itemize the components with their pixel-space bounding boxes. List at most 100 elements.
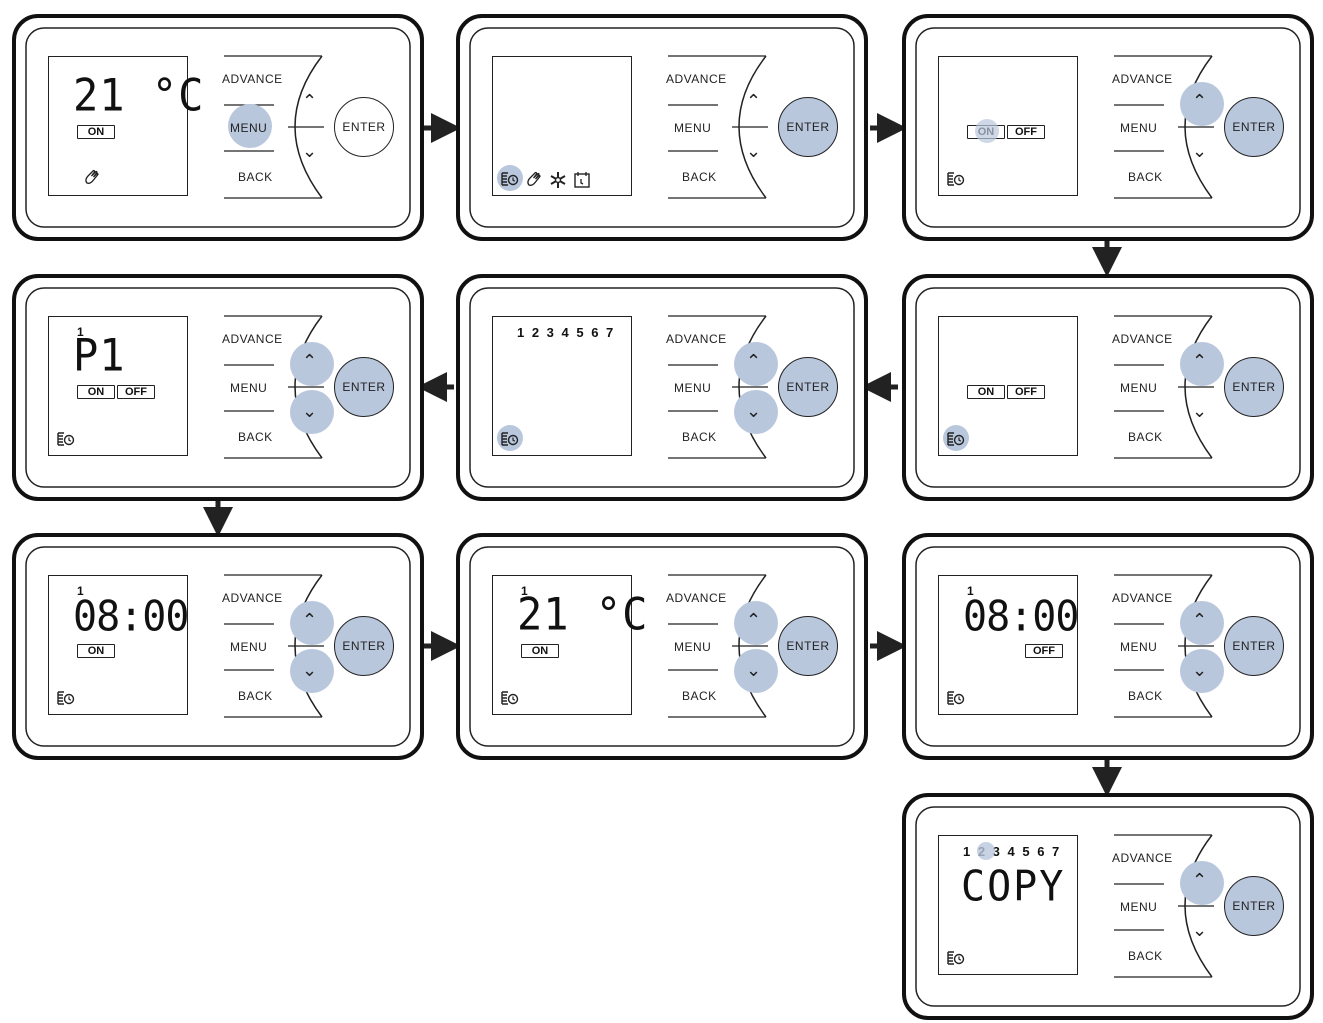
advance-button[interactable]: ADVANCE xyxy=(1112,851,1173,865)
menu-button[interactable]: MENU xyxy=(1120,640,1158,654)
advance-button[interactable]: ADVANCE xyxy=(666,72,727,86)
on-off-indicator: ON xyxy=(77,125,115,139)
on-pill: ON xyxy=(967,385,1005,399)
up-button[interactable]: ⌃ xyxy=(1192,351,1208,371)
back-button[interactable]: BACK xyxy=(238,689,273,703)
program-clock-icon xyxy=(947,690,965,708)
on-pill: ON xyxy=(77,644,115,658)
program-number: 1 xyxy=(967,584,974,598)
down-button[interactable]: ⌄ xyxy=(746,141,762,161)
down-button[interactable]: ⌄ xyxy=(302,660,318,680)
lcd-value: 08:00 xyxy=(73,592,189,642)
off-pill: OFF xyxy=(1025,644,1063,658)
back-button[interactable]: BACK xyxy=(682,430,717,444)
menu-button[interactable]: MENU xyxy=(1120,381,1158,395)
on-pill: ON xyxy=(77,385,115,399)
up-button[interactable]: ⌃ xyxy=(1192,870,1208,890)
enter-button[interactable]: ENTER xyxy=(334,97,394,157)
down-button[interactable]: ⌄ xyxy=(1192,401,1208,421)
enter-button[interactable]: ENTER xyxy=(778,97,838,157)
program-clock-icon xyxy=(501,690,519,708)
enter-button[interactable]: ENTER xyxy=(1224,357,1284,417)
advance-button[interactable]: ADVANCE xyxy=(1112,72,1173,86)
on-off-indicator: OFF xyxy=(967,644,1063,658)
back-button[interactable]: BACK xyxy=(238,430,273,444)
down-button[interactable]: ⌄ xyxy=(746,401,762,421)
enter-button[interactable]: ENTER xyxy=(334,616,394,676)
lcd-value: COPY xyxy=(961,862,1066,912)
down-button[interactable]: ⌄ xyxy=(746,660,762,680)
back-button[interactable]: BACK xyxy=(682,689,717,703)
back-button[interactable]: BACK xyxy=(1128,949,1163,963)
off-pill: OFF xyxy=(1007,125,1045,139)
lcd-value: P1 xyxy=(73,329,126,382)
menu-button[interactable]: MENU xyxy=(1120,121,1158,135)
menu-button[interactable]: MENU xyxy=(674,381,712,395)
up-button[interactable]: ⌃ xyxy=(746,351,762,371)
thermostat-panel-1: 21 °C ON ADVANCE MENU BACK ⌃ ⌄ ENTER xyxy=(12,14,424,241)
menu-button[interactable]: MENU xyxy=(1120,900,1158,914)
on-off-indicator: ON xyxy=(521,644,559,658)
enter-button[interactable]: ENTER xyxy=(1224,97,1284,157)
menu-button[interactable]: MENU xyxy=(230,640,268,654)
enter-button[interactable]: ENTER xyxy=(334,357,394,417)
program-clock-icon xyxy=(501,171,519,189)
enter-button[interactable]: ENTER xyxy=(778,357,838,417)
up-button[interactable]: ⌃ xyxy=(302,351,318,371)
menu-button[interactable]: MENU xyxy=(674,640,712,654)
lcd-value: 21 °C xyxy=(517,588,649,641)
back-button[interactable]: BACK xyxy=(238,170,273,184)
down-button[interactable]: ⌄ xyxy=(1192,920,1208,940)
program-clock-icon xyxy=(947,950,965,968)
on-pill: ON xyxy=(521,644,559,658)
enter-button[interactable]: ENTER xyxy=(1224,616,1284,676)
menu-button[interactable]: MENU xyxy=(674,121,712,135)
down-button[interactable]: ⌄ xyxy=(302,141,318,161)
advance-button[interactable]: ADVANCE xyxy=(666,332,727,346)
up-button[interactable]: ⌃ xyxy=(1192,91,1208,111)
back-button[interactable]: BACK xyxy=(1128,170,1163,184)
menu-button[interactable]: MENU xyxy=(230,121,268,135)
up-button[interactable]: ⌃ xyxy=(302,610,318,630)
advance-button[interactable]: ADVANCE xyxy=(222,72,283,86)
on-off-indicator: ON xyxy=(77,644,115,658)
advance-button[interactable]: ADVANCE xyxy=(222,332,283,346)
up-button[interactable]: ⌃ xyxy=(746,91,762,111)
up-button[interactable]: ⌃ xyxy=(746,610,762,630)
menu-button[interactable]: MENU xyxy=(230,381,268,395)
calendar-icon xyxy=(573,171,591,191)
up-button[interactable]: ⌃ xyxy=(302,91,318,111)
down-button[interactable]: ⌄ xyxy=(1192,141,1208,161)
advance-button[interactable]: ADVANCE xyxy=(222,591,283,605)
advance-button[interactable]: ADVANCE xyxy=(1112,332,1173,346)
down-button[interactable]: ⌄ xyxy=(1192,660,1208,680)
enter-button[interactable]: ENTER xyxy=(1224,876,1284,936)
up-button[interactable]: ⌃ xyxy=(1192,610,1208,630)
lcd-screen: 21 °C ON xyxy=(48,56,203,196)
program-clock-icon xyxy=(947,431,965,449)
down-button[interactable]: ⌄ xyxy=(302,401,318,421)
back-button[interactable]: BACK xyxy=(1128,689,1163,703)
lcd-value: 21 °C xyxy=(73,69,205,122)
back-button[interactable]: BACK xyxy=(1128,430,1163,444)
lcd-screen xyxy=(492,56,632,196)
program-clock-icon xyxy=(57,690,75,708)
thermostat-panel-2: ADVANCE MENU BACK ⌃ ⌄ ENTER xyxy=(456,14,868,241)
on-pill: ON xyxy=(77,125,115,139)
advance-button[interactable]: ADVANCE xyxy=(1112,591,1173,605)
back-button[interactable]: BACK xyxy=(682,170,717,184)
enter-button[interactable]: ENTER xyxy=(778,616,838,676)
advance-button[interactable]: ADVANCE xyxy=(666,591,727,605)
